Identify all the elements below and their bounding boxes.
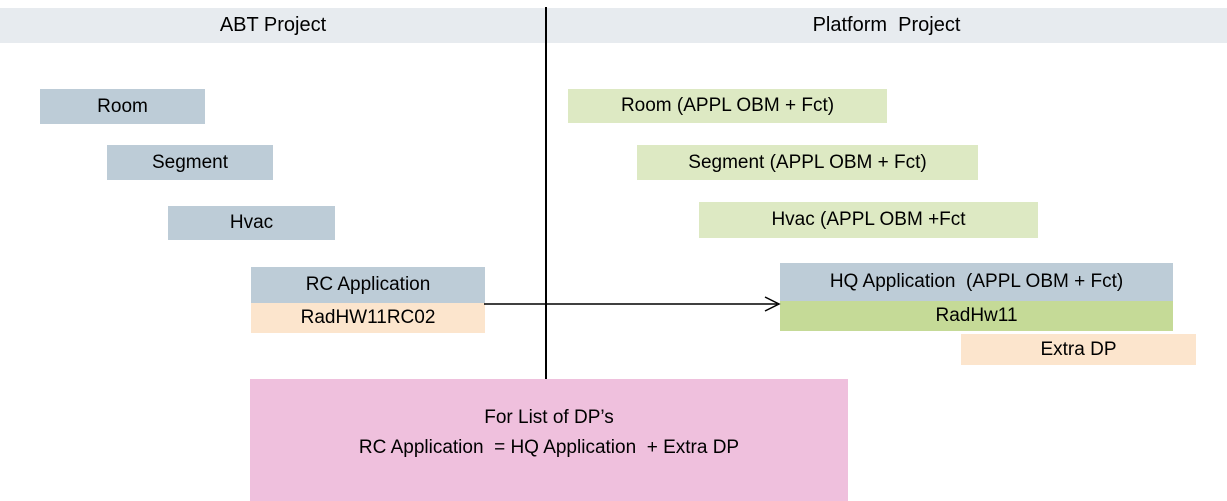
box-radhw11: RadHw11 (780, 301, 1173, 331)
header-abt-project: ABT Project (219, 14, 327, 36)
box-extra-dp: Extra DP (961, 334, 1196, 365)
box-radhw11rc02: RadHW11RC02 (251, 303, 485, 333)
header-band (0, 8, 1227, 43)
rc-to-hq-arrow (484, 296, 781, 312)
box-room-platform: Room (APPL OBM + Fct) (568, 89, 887, 123)
box-segment-platform: Segment (APPL OBM + Fct) (637, 145, 978, 180)
note-line-2: RC Application = HQ Application + Extra … (358, 437, 740, 458)
box-room-abt: Room (40, 89, 205, 124)
box-segment-abt: Segment (107, 145, 273, 180)
dp-note-box: For List of DP’s RC Application = HQ App… (250, 379, 848, 501)
box-hq-application: HQ Application (APPL OBM + Fct) (780, 263, 1173, 301)
note-line-1: For List of DP’s (484, 407, 614, 428)
header-platform-project: Platform Project (812, 14, 961, 36)
column-divider-line (545, 7, 547, 379)
box-hvac-abt: Hvac (168, 206, 335, 240)
box-hvac-platform: Hvac (APPL OBM +Fct (699, 202, 1038, 238)
box-rc-application: RC Application (251, 267, 485, 303)
